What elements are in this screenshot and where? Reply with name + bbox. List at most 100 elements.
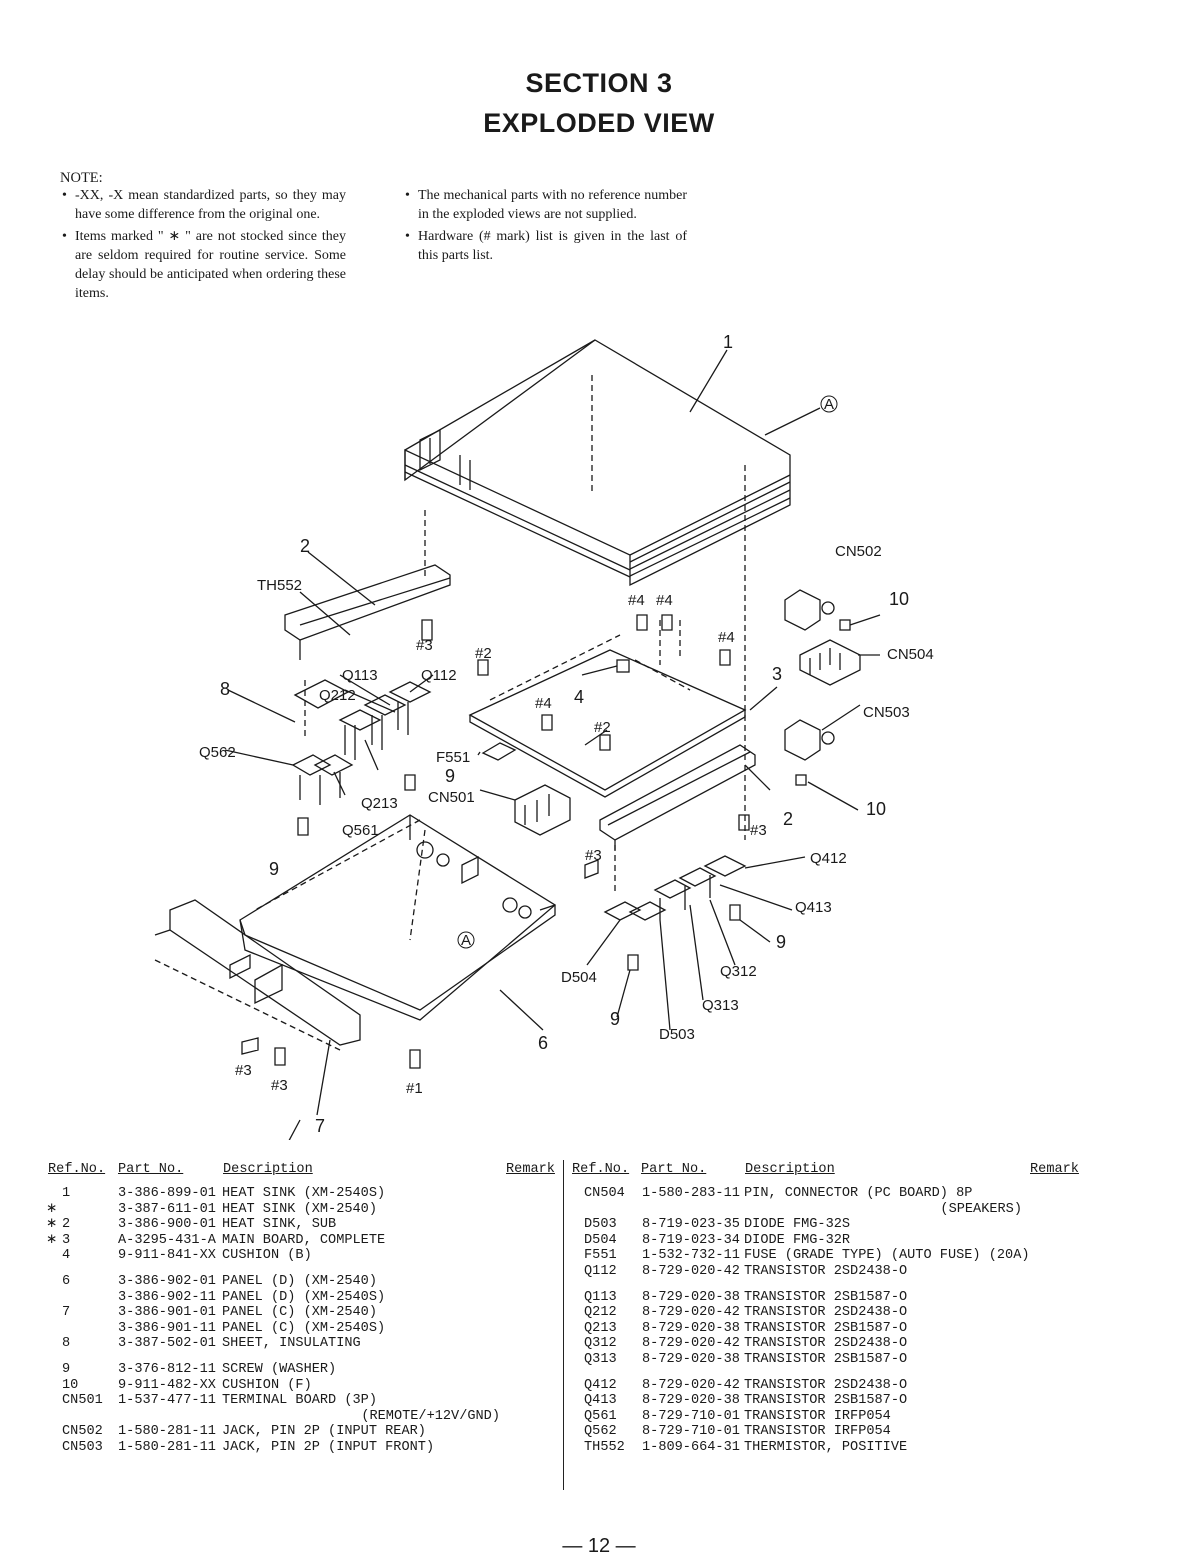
cell-part: 8-729-020-42	[642, 1377, 740, 1393]
callout-hash4: #4	[718, 629, 735, 646]
section-title: EXPLODED VIEW	[483, 108, 715, 138]
cell-desc: MAIN BOARD, COMPLETE	[222, 1232, 386, 1248]
cell-desc: HEAT SINK (XM-2540)	[222, 1201, 377, 1217]
cell-ref: 1	[62, 1186, 71, 1201]
callout-1: 1	[723, 332, 733, 352]
cell-ref: Q112	[584, 1263, 617, 1279]
exploded-view-diagram: 1 A 2 TH552 #3 Q113 Q112 Q212 8 Q562 Q21…	[154, 332, 934, 1140]
note-item: -XX, -X mean standardized parts, so they…	[61, 186, 346, 224]
diagram-labels: 1 A 2 TH552 #3 Q113 Q112 Q212 8 Q562 Q21…	[199, 332, 934, 1136]
cell-desc: PANEL (C) (XM-2540)	[222, 1305, 377, 1321]
cell-ref: Q213	[584, 1320, 617, 1336]
cell-part: 9-911-482-XX	[118, 1377, 216, 1393]
cell-part: 3-386-899-01	[118, 1186, 216, 1201]
callout-2: 2	[783, 809, 793, 829]
callout-cn501: CN501	[428, 789, 475, 806]
cell-ref: 10	[62, 1377, 79, 1393]
callout-hash3: #3	[416, 637, 433, 654]
callout-cn503: CN503	[863, 704, 910, 721]
cell-part: 8-729-710-01	[642, 1424, 740, 1440]
callout-q113: Q113	[342, 667, 378, 684]
cell-ref: Q313	[584, 1351, 617, 1367]
cell-desc: TRANSISTOR 2SD2438-O	[744, 1305, 908, 1321]
cell-desc: TRANSISTOR 2SB1587-O	[744, 1289, 908, 1305]
row-gap	[46, 1264, 560, 1274]
cell-ref: CN503	[62, 1439, 103, 1455]
table-row: 1 3-386-899-01 HEAT SINK (XM-2540S)	[46, 1186, 560, 1202]
callout-a: A	[824, 396, 834, 413]
cell-part: 8-729-020-42	[642, 1305, 740, 1321]
cell-desc: HEAT SINK, SUB	[222, 1217, 337, 1233]
cell-desc: FUSE (GRADE TYPE) (AUTO FUSE) (20A)	[744, 1248, 1030, 1264]
callout-7: 7	[315, 1116, 325, 1136]
cell-part: 1-580-281-11	[118, 1424, 216, 1440]
callout-hash2: #2	[594, 719, 611, 736]
cell-desc: HEAT SINK (XM-2540S)	[222, 1186, 386, 1201]
note-item: The mechanical parts with no reference n…	[404, 186, 687, 224]
cell-mark: ∗	[46, 1217, 58, 1233]
cell-desc: TRANSISTOR 2SD2438-O	[744, 1336, 908, 1352]
callout-f551: F551	[436, 749, 470, 766]
cell-part: 1-580-283-11	[642, 1186, 740, 1201]
callout-q312: Q312	[720, 963, 757, 980]
callout-a: A	[461, 932, 471, 949]
cell-mark: ∗	[46, 1232, 58, 1248]
cell-part: 8-729-020-38	[642, 1289, 740, 1305]
cell-ref: CN501	[62, 1393, 103, 1409]
cell-part: 9-911-841-XX	[118, 1248, 216, 1264]
parts-table-left: Ref.No. Part No. Description Remark 1 3-3…	[46, 1162, 560, 1456]
cell-part: 8-729-020-38	[642, 1393, 740, 1409]
callout-d504: D504	[561, 969, 597, 986]
callout-q213: Q213	[361, 795, 398, 812]
header-remark: Remark	[1030, 1162, 1079, 1177]
header-part: Part No.	[641, 1162, 707, 1177]
cell-ref: D503	[584, 1217, 617, 1233]
cell-desc: TRANSISTOR IRFP054	[744, 1424, 891, 1440]
cell-desc: JACK, PIN 2P (INPUT FRONT)	[222, 1439, 435, 1455]
row-gap	[46, 1352, 560, 1362]
cell-part: 3-386-901-01	[118, 1305, 216, 1321]
cell-part: 3-386-902-01	[118, 1273, 216, 1289]
cell-ref: 6	[62, 1273, 71, 1289]
table-row: CN502 1-580-281-11 JACK, PIN 2P (INPUT REA…	[46, 1424, 560, 1440]
cell-desc: SHEET, INSULATING	[222, 1336, 361, 1352]
cell-desc: PIN, CONNECTOR (PC BOARD) 8P	[744, 1186, 973, 1201]
cell-desc: DIODE FMG-32S	[744, 1217, 851, 1233]
cell-part: 1-580-281-11	[118, 1439, 216, 1455]
cell-desc: TRANSISTOR 2SB1587-O	[744, 1393, 908, 1409]
cell-ref: CN502	[62, 1424, 103, 1440]
callout-cn504: CN504	[887, 646, 934, 663]
cell-ref: Q561	[584, 1408, 617, 1424]
callout-6: 6	[538, 1033, 548, 1053]
callout-hash1: #1	[406, 1080, 423, 1097]
cell-continuation: (REMOTE/+12V/GND)	[361, 1408, 500, 1424]
note-heading: NOTE:	[60, 170, 103, 186]
callout-9: 9	[269, 859, 279, 879]
header-ref: Ref.No.	[48, 1162, 106, 1177]
section-heading: SECTION 3	[525, 68, 673, 98]
table-row: (REMOTE/+12V/GND)	[46, 1409, 560, 1425]
cell-ref: Q113	[584, 1289, 617, 1305]
cell-part: 8-719-023-35	[642, 1217, 740, 1233]
callout-hash3: #3	[235, 1062, 252, 1079]
parts-table-header: Ref.No. Part No. Description Remark	[46, 1162, 560, 1186]
cell-desc: JACK, PIN 2P (INPUT REAR)	[222, 1424, 426, 1440]
cell-desc: CUSHION (F)	[222, 1377, 312, 1393]
callout-q212: Q212	[319, 687, 356, 704]
callout-q561: Q561	[342, 822, 379, 839]
